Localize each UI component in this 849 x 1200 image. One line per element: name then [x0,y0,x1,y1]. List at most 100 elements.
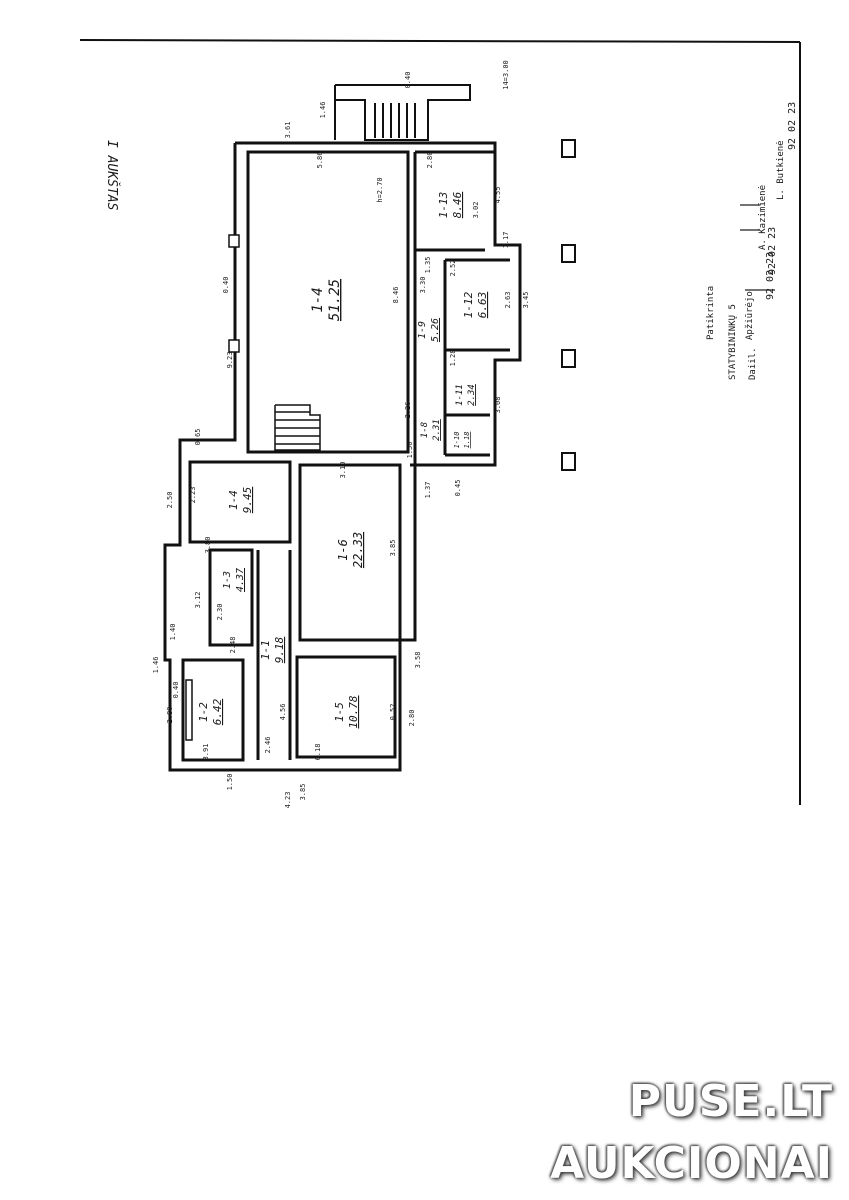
scan-top-border [79,39,801,43]
dimension-label: 1.50 [226,774,234,791]
room-area: 2.34 [467,384,477,406]
dimension-label: 1.46 [152,657,160,674]
dimension-label: 14=3.00 [502,60,510,90]
stamp-line6: L. Butkienė [776,140,786,200]
stamp-date2: 92 02 23 [767,227,778,275]
dimension-label: 0.40 [404,72,412,89]
dimension-label: 4.23 [284,792,292,809]
room-area: 8.46 [451,191,464,218]
dimension-label: 1.35 [424,257,432,274]
dimension-label: 4.56 [279,704,287,721]
dimension-label: 2.50 [166,492,174,509]
room-area: 6.42 [211,698,224,725]
dimension-label: 9.23 [226,352,234,369]
room-id: 1-2 [197,702,210,722]
stamp-line4: A. Kazimienė [758,185,768,250]
dimension-label: 3.61 [284,122,292,139]
room-area: 4.37 [235,568,246,592]
room-area: 51.25 [327,279,343,321]
dimension-label: 3.12 [194,592,202,609]
room-area: 9.45 [241,487,254,514]
dimension-label: 2.48 [229,637,237,654]
room-id: 1-4 [310,287,326,312]
dimension-label: 3.80 [204,537,212,554]
stamp-date1: 92 02 23 [787,102,798,150]
watermark-line2: AUKCIONAI [550,1138,833,1189]
dimension-label: 2.26 [404,402,412,419]
room-id: 1-5 [333,702,346,722]
room-area: 6.63 [476,292,489,319]
room-id: 1-6 [336,539,350,561]
dimension-label: 2.23 [189,487,197,504]
dimension-label: 8.46 [392,287,400,304]
room-id: 1-8 [420,422,430,438]
dimension-label: 0.40 [172,682,180,699]
dimension-label: 3.30 [419,277,427,294]
dimension-label: 3.08 [494,397,502,414]
windows [185,234,240,741]
dimension-label: 1.37 [424,482,432,499]
room-area: 1.18 [463,432,471,449]
stamp-line3: Apžiūrėjo [745,291,755,340]
room-id: 1-12 [462,291,475,318]
dimension-label: 3.02 [472,202,480,219]
column-markers [561,139,576,471]
dimension-label: 4.55 [494,187,502,204]
dimension-label: h=2.70 [376,177,384,202]
dimension-label: 2.52 [449,260,457,277]
dimension-label: 1.40 [169,624,177,641]
interior-staircase [274,404,321,451]
stamp-line1: STATYBININKŲ 5 [728,304,738,380]
dimension-label: 1.17 [502,232,510,249]
room-id: 1-4 [227,490,240,510]
room-area: 9.18 [273,636,286,663]
dimension-label: 3.45 [522,292,530,309]
dimension-label: 0.45 [454,480,462,497]
room-id: 1-1 [259,640,272,660]
dimension-label: 2.80 [426,152,434,169]
room-area: 10.78 [347,695,360,728]
room-id: 1-10 [453,432,461,449]
dimension-label: 0.52 [389,704,397,721]
dimension-label: 3.58 [414,652,422,669]
stamp-date3: 92 02 23 [765,252,776,300]
watermark-line1: PUSE.LT [628,1076,833,1127]
outer-staircase [334,84,471,141]
dimension-label: 2.80 [408,710,416,727]
approval-stamp [740,204,775,291]
room-area: 5.26 [430,318,441,342]
room-id: 1-13 [437,192,450,219]
dimension-label: 1.46 [319,102,327,119]
dimension-label: 3.91 [202,744,210,761]
walls [163,141,522,772]
stamp-line2: Patikrinta [706,286,716,340]
dimension-label: 5.86 [316,152,324,169]
stamp-line5: Daiil. [748,347,758,380]
dimension-label: 0.40 [222,277,230,294]
dimension-label: 0.65 [194,429,202,446]
dimension-label: 1.50 [406,442,414,459]
room-area: 2.31 [432,419,442,441]
room-id: 1-11 [455,384,465,406]
dimension-labels: 3.61 1.46 14=3.00 5.86 2.80 h=2.70 3.02 4.55 1.1… [152,60,530,808]
dimension-label: 3.85 [389,540,397,557]
floor-title: I AUKŠTAS [104,140,120,211]
dimension-label: 3.85 [299,784,307,801]
dimension-label: 2.80 [166,707,174,724]
dimension-label: 3.10 [339,462,347,479]
